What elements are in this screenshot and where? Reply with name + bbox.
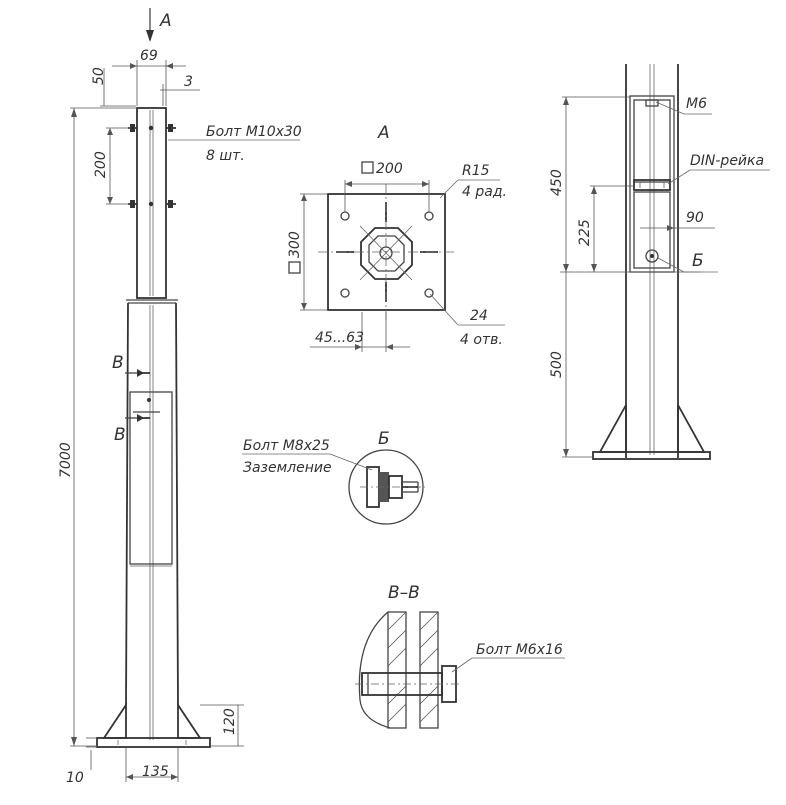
- main-pole-view: А: [58, 8, 302, 786]
- section-vv-title: В–В: [388, 583, 420, 603]
- dim-top-width: 69: [140, 48, 158, 64]
- dim-side-225: 225: [577, 219, 593, 246]
- callout-bolt-m6x16: Болт М6х16: [476, 642, 563, 658]
- door-panel: [129, 391, 173, 565]
- callout-bolt-m10: Болт М10х30: [206, 124, 302, 140]
- callout-din-rail: DIN-рейка: [690, 153, 764, 169]
- dim-side-90: 90: [686, 210, 704, 226]
- callout-holes: 24: [470, 308, 488, 324]
- section-vv: В–В Болт М6х16: [355, 583, 565, 729]
- side-view-pole: 450 225 500 90 М6 DIN-рейка Б: [549, 64, 770, 460]
- section-marker-lower: В: [114, 425, 126, 445]
- dim-bolt-spacing: 200: [93, 151, 109, 178]
- callout-r15-qty: 4 рад.: [462, 184, 507, 200]
- dim-total-height: 7000: [58, 442, 74, 478]
- dim-base-height: 120: [222, 708, 238, 735]
- dim-side-450: 450: [549, 169, 565, 196]
- callout-bolt-m10-qty: 8 шт.: [206, 148, 245, 164]
- view-a-title: А: [377, 123, 390, 143]
- dim-plate-height: 300: [287, 231, 303, 258]
- detail-b-ground-bolt: Б Болт М8х25 Заземление: [242, 429, 425, 525]
- dim-slot-range: 45...63: [315, 330, 364, 346]
- center-octagon: [360, 227, 413, 280]
- callout-holes-qty: 4 отв.: [460, 332, 503, 348]
- view-b-label: Б: [692, 251, 704, 271]
- callout-grounding: Заземление: [243, 460, 332, 476]
- bolt-marks: [128, 124, 176, 208]
- view-a-base-plate: А 200 300: [287, 123, 507, 352]
- dim-top-gap: 3: [184, 74, 193, 90]
- dim-plate-width: 200: [376, 161, 403, 177]
- dim-side-500: 500: [549, 351, 565, 378]
- din-rail: [633, 179, 671, 191]
- dim-base-width: 135: [142, 764, 169, 780]
- callout-bolt-m8: Болт М8х25: [243, 438, 330, 454]
- callout-r15: R15: [462, 163, 490, 179]
- dim-base-thickness: 10: [66, 770, 84, 786]
- dim-top-offset: 50: [91, 67, 107, 85]
- detail-b-circle: [348, 449, 424, 525]
- hatch-pattern: [387, 611, 439, 723]
- view-b-title: Б: [378, 429, 390, 449]
- view-a-arrow-label: А: [159, 11, 172, 31]
- section-marker-upper: В: [112, 353, 124, 373]
- side-door-panel: [629, 95, 675, 273]
- callout-m6: М6: [686, 96, 707, 112]
